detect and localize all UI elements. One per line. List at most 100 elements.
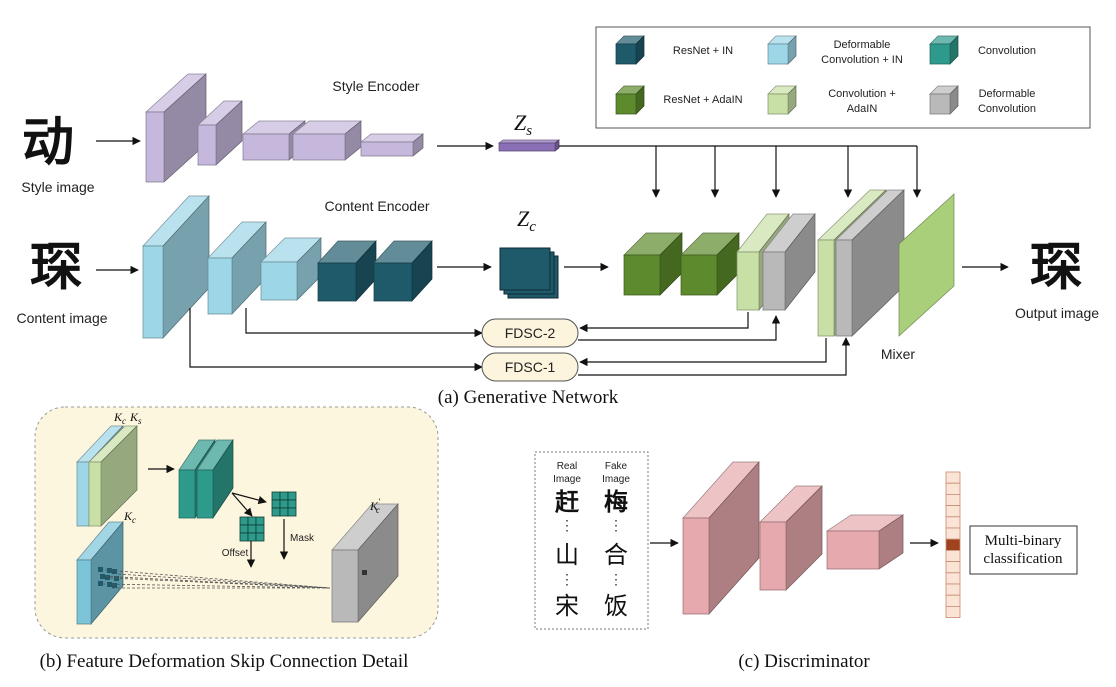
mixer-block-1 xyxy=(623,232,683,296)
vector-cell-7 xyxy=(945,550,961,563)
block-front xyxy=(242,133,290,161)
real-dots-1: ⋮ xyxy=(560,519,574,534)
block-front xyxy=(196,469,214,519)
fake-glyph-1: 梅 xyxy=(604,487,628,516)
vector-cell-3 xyxy=(945,505,961,518)
sampling-point xyxy=(105,575,110,580)
sample-images-box xyxy=(534,451,649,630)
sampling-line-2 xyxy=(101,583,331,589)
caption-a: (a) Generative Network xyxy=(438,387,619,408)
block-top xyxy=(360,133,424,143)
block-front xyxy=(498,142,556,152)
legend-label-conv-adain-1: Convolution + xyxy=(828,88,896,100)
vector-cell-5 xyxy=(945,527,961,540)
content-block-1 xyxy=(142,195,210,339)
skip-line-1-in xyxy=(189,308,483,372)
grid-cell xyxy=(255,532,265,542)
grid-cell xyxy=(239,524,249,534)
disc-block-1 xyxy=(682,461,760,615)
legend: ResNet + IN Deformable Convolution + IN … xyxy=(595,26,1091,129)
block-front xyxy=(76,559,92,625)
caption-c: (c) Discriminator xyxy=(738,651,870,672)
content-image-label: Content image xyxy=(16,310,107,326)
block-front xyxy=(145,111,165,183)
grid-cell xyxy=(287,491,297,501)
fake-dots-2: ⋮ xyxy=(609,573,623,588)
block-front xyxy=(88,461,102,527)
grid-cell xyxy=(255,524,265,534)
fdsc-arrow-to-mask xyxy=(231,492,267,505)
mixer-blocks xyxy=(623,189,955,337)
block-front xyxy=(682,517,710,615)
output-glyph: 琛 xyxy=(1030,237,1082,298)
block-top xyxy=(497,139,561,144)
legend-label-deformable-conv-in-1: Deformable xyxy=(834,39,891,51)
sampling-point xyxy=(98,567,103,572)
legend-label-deformable-conv-1: Deformable xyxy=(979,88,1036,100)
grid-cell xyxy=(279,491,289,501)
generative-network: 动 Style image Style Encoder Zs 琛 Content… xyxy=(16,73,1099,408)
disc-block-3 xyxy=(825,514,905,570)
content-block-4 xyxy=(317,240,377,302)
grid-cell xyxy=(247,532,257,542)
vector-cell-12 xyxy=(945,606,961,619)
classification-box xyxy=(969,525,1078,575)
fake-dots-1: ⋮ xyxy=(609,519,623,534)
offset-label: Offset xyxy=(222,548,249,559)
fdsc1-output xyxy=(578,337,851,376)
block-front xyxy=(317,262,357,302)
content-block-2 xyxy=(207,221,267,315)
grid-cell xyxy=(279,499,289,509)
sampling-line-1 xyxy=(109,577,331,589)
sampling-point xyxy=(98,581,103,586)
block-front xyxy=(767,43,789,65)
mixer-block-2 xyxy=(680,232,740,296)
style-block-1 xyxy=(145,73,207,183)
block-front xyxy=(76,461,90,527)
offset-grid xyxy=(239,516,265,542)
content-block-3 xyxy=(260,237,322,301)
style-encoder-label: Style Encoder xyxy=(332,78,419,94)
vector-cell-1 xyxy=(945,482,961,495)
style-image-label: Style image xyxy=(21,179,94,195)
fake-label-2: Image xyxy=(602,474,630,485)
fdsc2-label: FDSC-2 xyxy=(505,325,556,341)
legend-swatch-4 xyxy=(767,85,797,115)
grid-cell xyxy=(271,491,281,501)
grid-cell xyxy=(287,507,297,517)
block-front xyxy=(826,530,880,570)
block-front xyxy=(835,239,853,337)
block-front xyxy=(360,141,414,157)
sampling-line-0 xyxy=(104,569,331,589)
mask-grid xyxy=(271,491,297,517)
fdsc-output-feature xyxy=(331,503,399,623)
skip-line-2-in xyxy=(245,308,483,338)
grid-cell xyxy=(287,499,297,509)
block-front xyxy=(762,251,786,311)
block-front xyxy=(817,239,835,337)
real-label-2: Image xyxy=(553,474,581,485)
fdsc1-feedback-in xyxy=(579,338,827,367)
content-block-5 xyxy=(373,240,433,302)
block-front xyxy=(736,251,760,311)
style-block-4 xyxy=(292,120,362,161)
block-front xyxy=(759,521,787,591)
block-front xyxy=(767,93,789,115)
legend-label-deformable-conv-in-2: Convolution + IN xyxy=(821,54,903,66)
content-encoder-label: Content Encoder xyxy=(324,198,429,214)
block-front xyxy=(615,93,637,115)
sampling-lines xyxy=(99,569,331,589)
style-glyph: 动 xyxy=(22,112,74,173)
zc-label: Zc xyxy=(517,206,536,235)
legend-swatch-0 xyxy=(615,35,645,65)
grid-cell xyxy=(247,524,257,534)
block-front xyxy=(197,124,217,166)
mixer-output-plane xyxy=(898,193,955,337)
block-front xyxy=(373,262,413,302)
output-image-label: Output image xyxy=(1015,305,1099,321)
zs-block xyxy=(497,139,561,152)
content-glyph: 琛 xyxy=(30,237,82,298)
fdsc2-output xyxy=(578,315,781,341)
grid-cell xyxy=(239,532,249,542)
